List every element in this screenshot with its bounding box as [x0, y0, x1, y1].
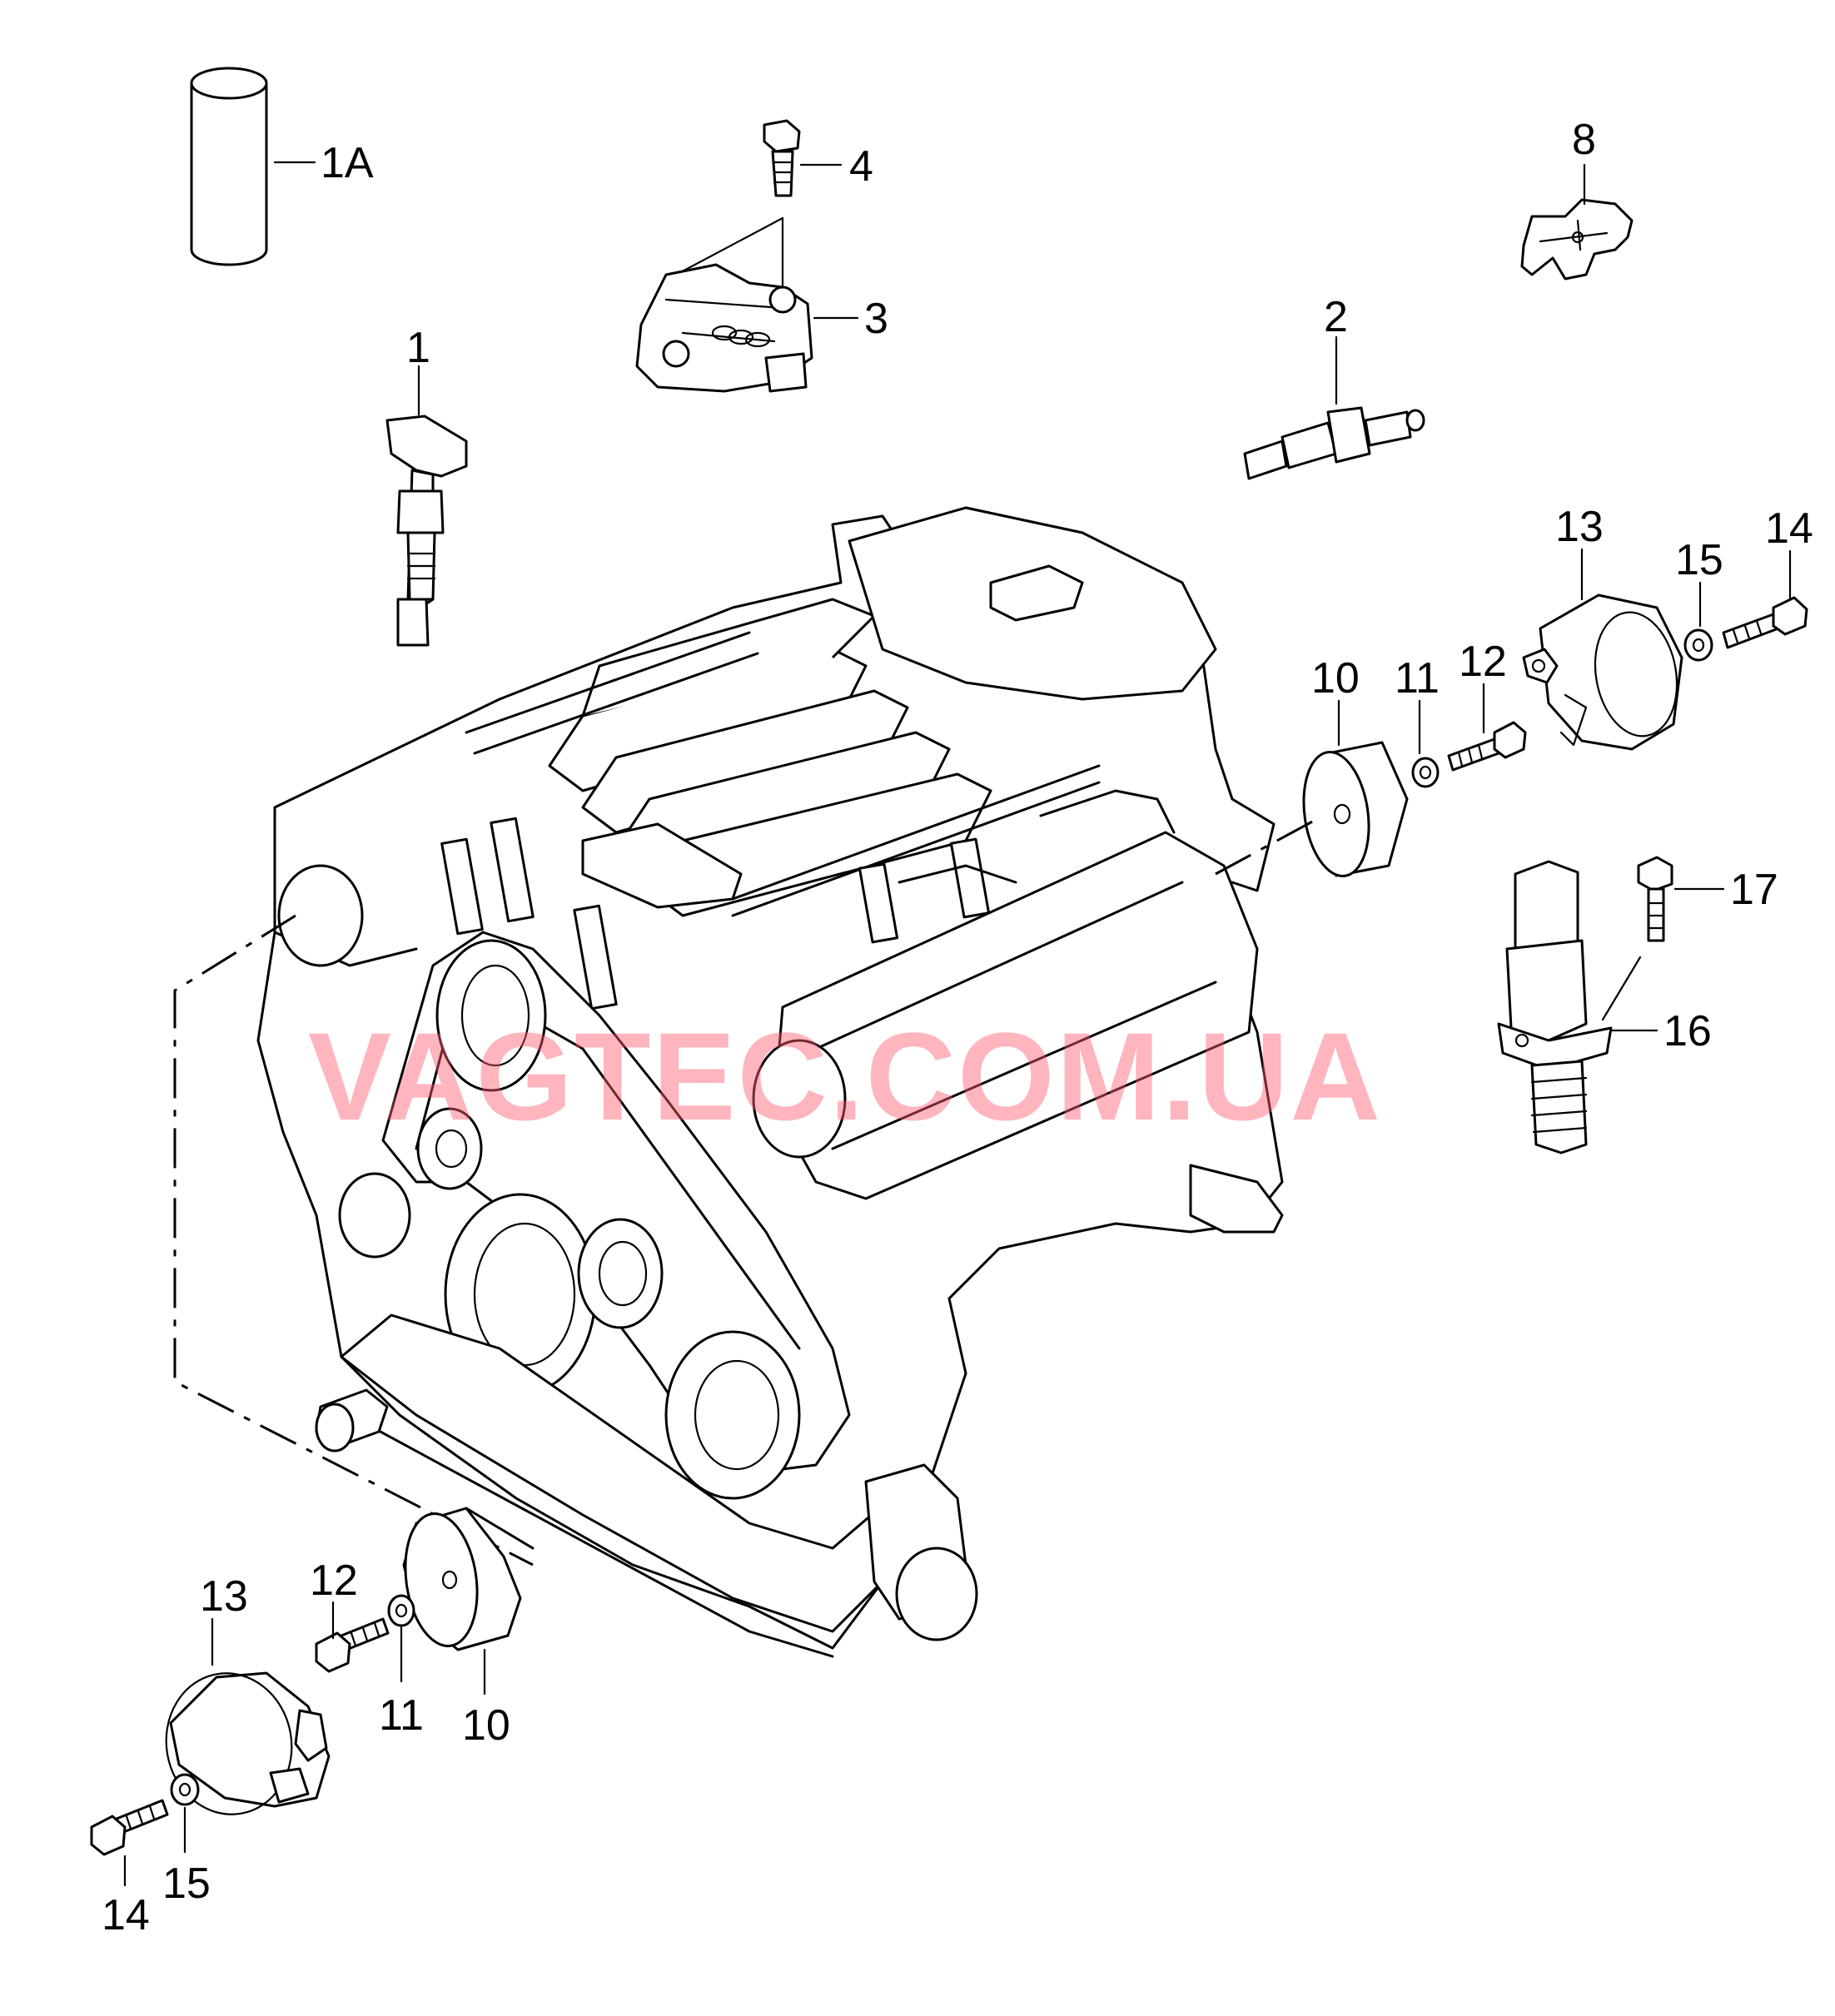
part-13-top-sensor [1522, 548, 1683, 751]
callout-2: 2 [1324, 293, 1348, 341]
part-3-control-module [635, 263, 859, 393]
callout-3: 3 [864, 295, 888, 343]
callout-10-top: 10 [1311, 654, 1360, 703]
callout-13-bottom: 13 [200, 1572, 248, 1621]
callout-15-top: 15 [1675, 536, 1723, 584]
part-1-ignition-coil [385, 365, 468, 647]
part-8-clip [1520, 163, 1634, 281]
guide-lines [173, 818, 1316, 1567]
callout-4: 4 [849, 142, 873, 191]
part-12-top-bolt [1447, 683, 1527, 772]
callout-12-bottom: 12 [310, 1557, 358, 1605]
part-15-top-washer [1683, 581, 1713, 662]
part-12-bottom-bolt [315, 1601, 390, 1673]
part-2-spark-plug [1243, 335, 1425, 480]
callout-10-bottom: 10 [462, 1701, 510, 1750]
part-4-bolt [674, 119, 843, 289]
callout-labels: 1A 1 4 3 8 2 13 15 14 10 11 12 17 16 13 … [102, 116, 1813, 1939]
part-11-top-washer [1411, 699, 1440, 788]
callout-14-top: 14 [1765, 504, 1813, 553]
part-11-bottom-washer [387, 1594, 415, 1683]
callout-14-bottom: 14 [102, 1891, 150, 1939]
part-14-top-bolt [1722, 549, 1808, 649]
part-17-bolt [1637, 856, 1725, 942]
callout-16: 16 [1663, 1007, 1712, 1055]
callout-12-top: 12 [1459, 638, 1507, 686]
part-13-bottom-sensor [165, 1617, 331, 1815]
part-14-bottom-bolt [90, 1799, 169, 1887]
watermark: VAGTEC.COM.UA [308, 1006, 1382, 1146]
callout-11-top: 11 [1395, 654, 1440, 703]
engine-assembly [256, 506, 1284, 1658]
part-10-top-ring [1302, 699, 1409, 877]
part-15-bottom-washer [170, 1773, 200, 1854]
callout-8: 8 [1572, 116, 1596, 164]
callout-1: 1 [406, 324, 430, 372]
callout-1a: 1A [321, 139, 374, 187]
part-10-bottom-ring [402, 1507, 535, 1696]
part-16-solenoid-valve [1497, 860, 1658, 1154]
callout-11-bottom: 11 [379, 1691, 424, 1740]
callout-13-top: 13 [1555, 503, 1604, 551]
callout-17: 17 [1730, 866, 1778, 914]
callout-15-bottom: 15 [162, 1860, 211, 1908]
part-1a-cylinder [190, 67, 316, 266]
